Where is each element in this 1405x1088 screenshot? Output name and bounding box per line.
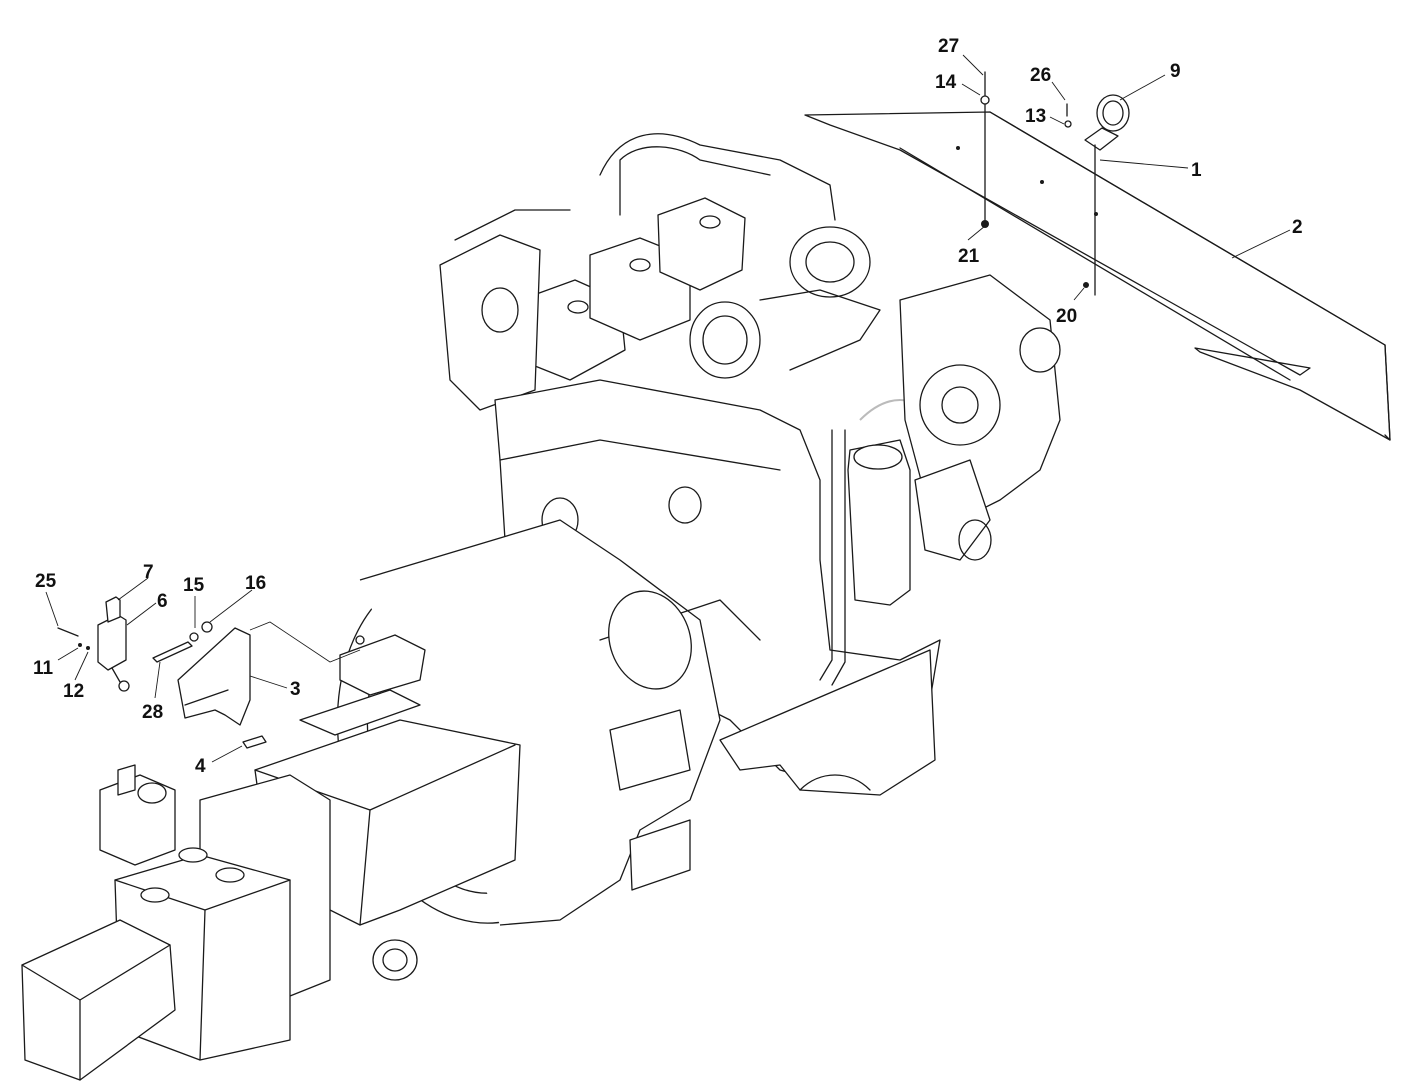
small-fasteners-left [57,621,213,663]
callout-6: 6 [157,591,168,612]
callout-7: 7 [143,562,154,583]
plate-4 [242,735,267,749]
callout-2: 2 [1292,217,1303,238]
callout-11: 11 [33,658,54,679]
leader-lines [45,54,1291,763]
callout-15: 15 [183,575,205,596]
callout-25: 25 [35,571,57,592]
hydraulic-pump [21,634,521,1081]
sensor-assembly [1083,94,1130,296]
callout-labels: 27 14 26 9 13 1 2 21 20 25 7 6 15 16 11 … [33,36,1303,777]
callout-12: 12 [63,681,84,702]
callout-14: 14 [935,72,957,93]
fasteners-top [980,71,1072,228]
callout-26: 26 [1030,65,1051,86]
callout-3: 3 [290,679,301,700]
engine-block [336,133,1061,926]
pressure-switch [97,596,130,692]
callout-1: 1 [1191,160,1202,181]
callout-9: 9 [1170,61,1181,82]
heat-shield [804,111,1391,441]
callout-13: 13 [1025,106,1046,127]
callout-27: 27 [938,36,959,57]
callout-21: 21 [958,246,980,267]
callout-4: 4 [195,756,206,777]
callout-16: 16 [245,573,266,594]
bracket-3 [177,627,251,726]
callout-20: 20 [1056,306,1077,327]
callout-28: 28 [142,702,163,723]
